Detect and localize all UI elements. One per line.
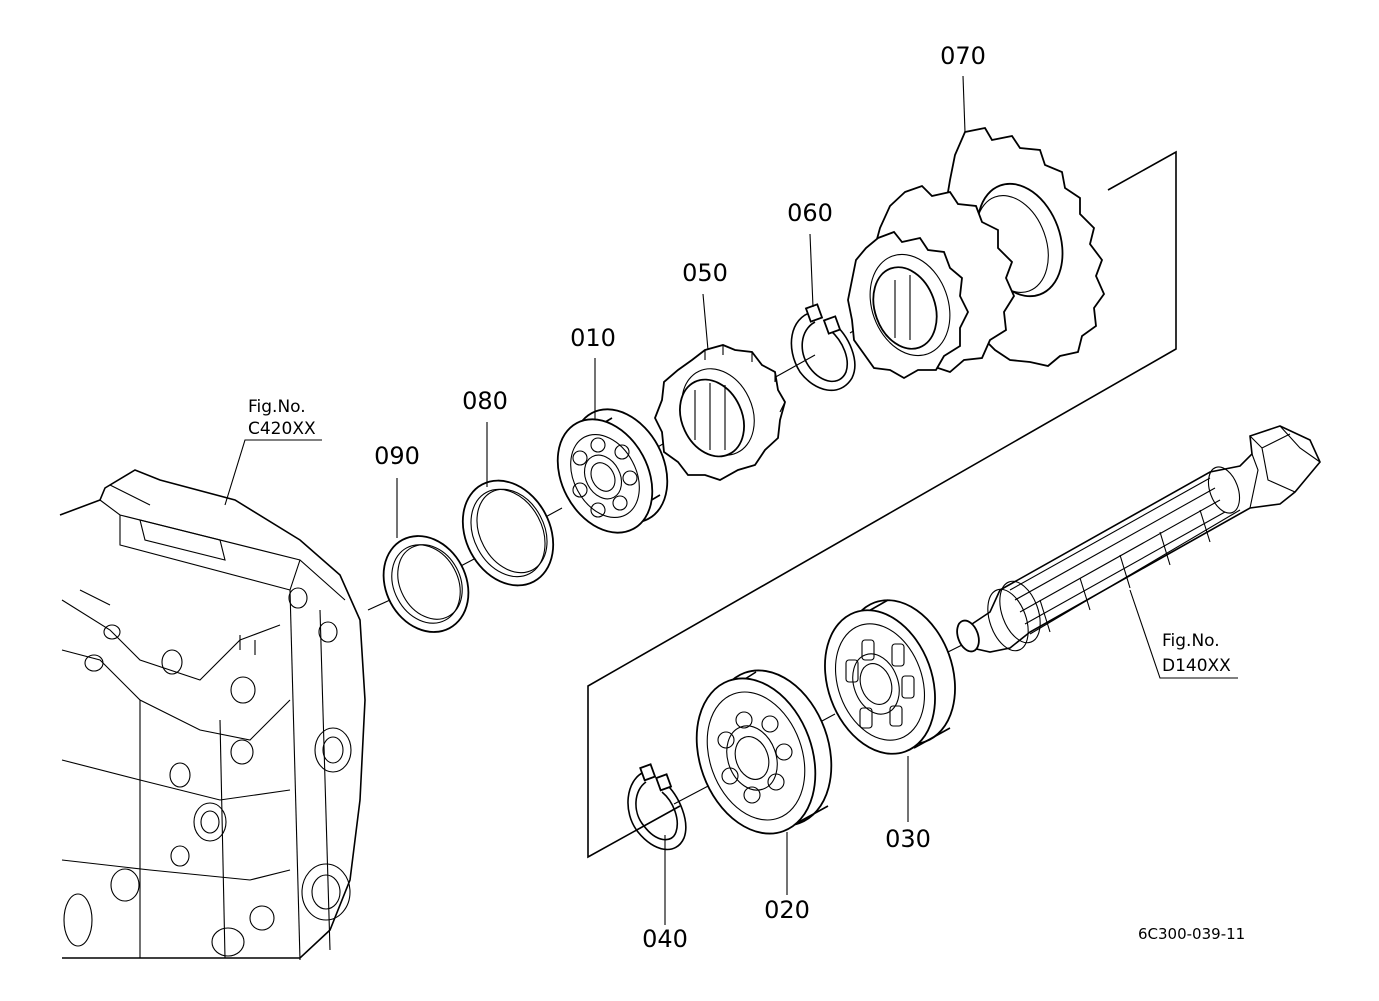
- label-020: 020: [764, 896, 810, 924]
- drawing-code: 6C300-039-11: [1138, 925, 1245, 943]
- transmission-housing: [59, 469, 366, 961]
- shaft-ref-line1: Fig.No.: [1162, 631, 1220, 651]
- shaft-ref-line2: D140XX: [1162, 656, 1231, 676]
- housing-reference: Fig.No. C420XX: [248, 397, 316, 439]
- leader-lines: [224, 75, 1238, 925]
- housing-ref-line2: C420XX: [248, 419, 316, 439]
- drive-shaft: [956, 425, 1321, 653]
- label-080: 080: [462, 387, 508, 415]
- snap-ring-060: [790, 303, 856, 392]
- label-040: 040: [642, 925, 688, 953]
- cluster-gear-070: [847, 126, 1106, 380]
- shaft-reference: Fig.No. D140XX: [1162, 631, 1231, 676]
- label-010: 010: [570, 324, 616, 352]
- label-070: 070: [940, 42, 986, 70]
- thrust-washer-090: [382, 535, 470, 633]
- label-060: 060: [787, 199, 833, 227]
- roller-bearing-030: [824, 599, 956, 755]
- washer-080: [461, 479, 555, 587]
- label-030: 030: [885, 825, 931, 853]
- part-labels: 070 060 050 010 080 090 030 020 040: [374, 42, 986, 953]
- label-050: 050: [682, 259, 728, 287]
- ball-bearing-010: [556, 408, 669, 534]
- grooved-bearing-020: [695, 669, 833, 835]
- spur-gear-050: [654, 344, 786, 481]
- housing-ref-line1: Fig.No.: [248, 397, 306, 417]
- label-090: 090: [374, 442, 420, 470]
- assembly-bracket: [587, 150, 1177, 859]
- snap-ring-040: [627, 763, 687, 851]
